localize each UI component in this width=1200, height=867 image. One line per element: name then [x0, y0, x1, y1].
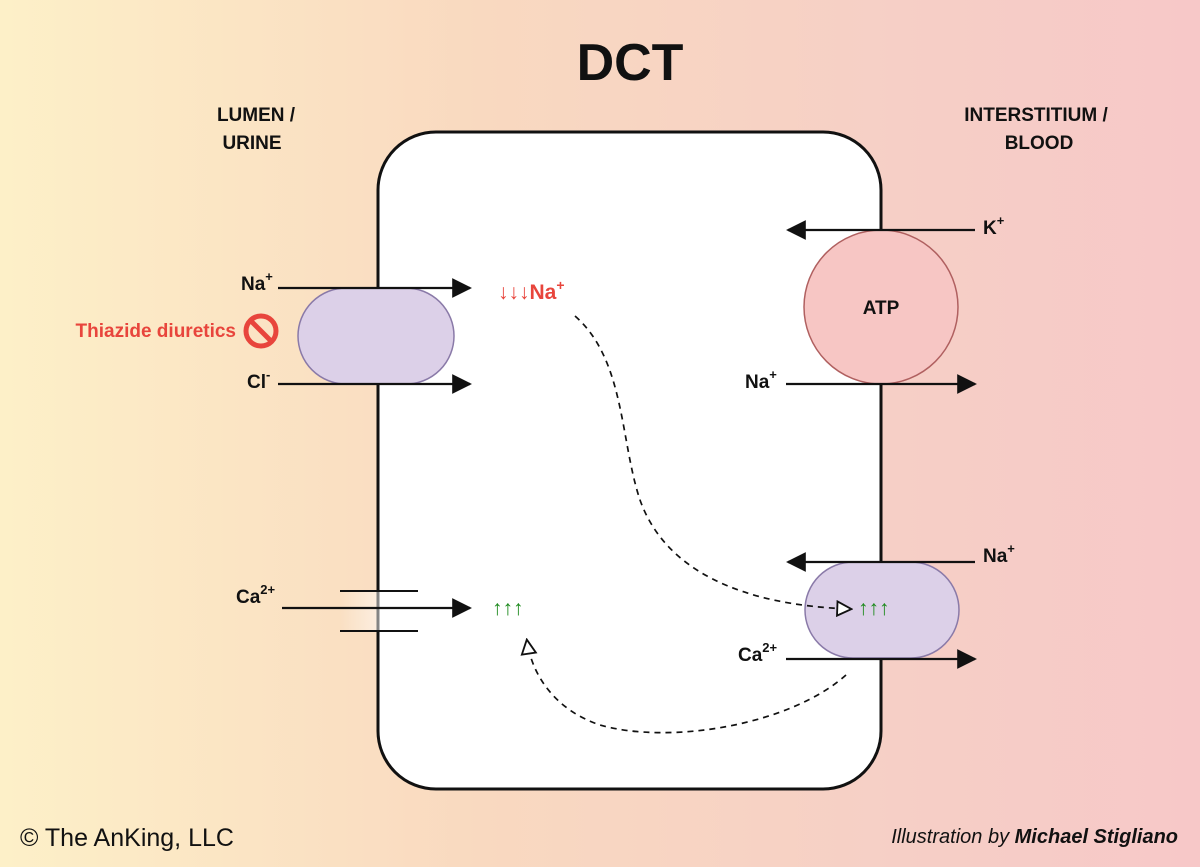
- cl-apical-ion: Cl: [247, 372, 266, 393]
- ca-apical-ion: Ca: [236, 587, 261, 608]
- copyright-text: © The AnKing, LLC: [20, 824, 234, 852]
- na-decrease-charge: +: [556, 277, 564, 293]
- na-basolateral-ion: Na: [745, 372, 770, 393]
- ca-channel-gap: [340, 591, 418, 631]
- k-charge: +: [997, 213, 1005, 228]
- na-basolateral-charge: +: [769, 367, 777, 382]
- cl-apical-label: Cl-: [247, 367, 270, 393]
- na-basolateral-label: Na+: [745, 367, 777, 393]
- prohibited-icon: [243, 313, 279, 349]
- intracellular-increase-right: ↑↑↑: [858, 597, 890, 620]
- lumen-label: LUMEN / URINE: [217, 105, 296, 154]
- na-apical-charge: +: [265, 269, 273, 284]
- ca-exchanger-label: Ca2+: [738, 640, 778, 666]
- lumen-label-line1: LUMEN /: [217, 105, 296, 126]
- interstitium-label: INTERSTITIUM / BLOOD: [964, 105, 1108, 154]
- na-apical-ion: Na: [241, 274, 266, 295]
- nacl-symporter: Na+ Cl-: [241, 269, 472, 394]
- na-exchanger-charge: +: [1007, 541, 1015, 556]
- credit-prefix: Illustration by: [891, 826, 1010, 848]
- k-ion: K: [983, 218, 997, 239]
- nacl-symporter-body: [297, 287, 455, 385]
- na-k-atpase: ATP K+ Na+: [745, 213, 1005, 394]
- credit-name: Michael Stigliano: [1014, 826, 1178, 848]
- lumen-label-line2: URINE: [222, 133, 281, 154]
- na-exchanger-label: Na+: [983, 541, 1015, 567]
- thiazide-diuretics: Thiazide diuretics: [76, 313, 279, 349]
- na-ca-exchanger: Na+ Ca2+ ↑↑↑: [738, 541, 1015, 669]
- k-label: K+: [983, 213, 1005, 239]
- ca-apical-label: Ca2+: [236, 582, 276, 608]
- dashed-arrow-na-to-exchanger: [574, 315, 850, 609]
- ca-exchanger-charge: 2+: [762, 640, 777, 655]
- intracellular-na-decrease: ↓↓↓Na+: [498, 277, 565, 304]
- page-title: DCT: [577, 34, 684, 92]
- na-decrease-arrows: ↓↓↓: [498, 281, 530, 304]
- intracellular-increase-left: ↑↑↑: [492, 597, 524, 620]
- interstitium-label-line2: BLOOD: [1005, 133, 1074, 154]
- cl-apical-charge: -: [266, 367, 270, 382]
- interstitium-label-line1: INTERSTITIUM /: [964, 105, 1108, 126]
- na-exchanger-ion: Na: [983, 546, 1008, 567]
- atp-label: ATP: [863, 298, 900, 319]
- ca-apical-charge: 2+: [260, 582, 275, 597]
- na-decrease-ion: Na: [530, 281, 557, 304]
- ca-channel: Ca2+: [236, 582, 472, 632]
- na-apical-label: Na+: [241, 269, 273, 295]
- thiazide-label: Thiazide diuretics: [76, 321, 236, 342]
- ca-exchanger-ion: Ca: [738, 645, 763, 666]
- illustration-credit: Illustration by Michael Stigliano: [891, 826, 1178, 849]
